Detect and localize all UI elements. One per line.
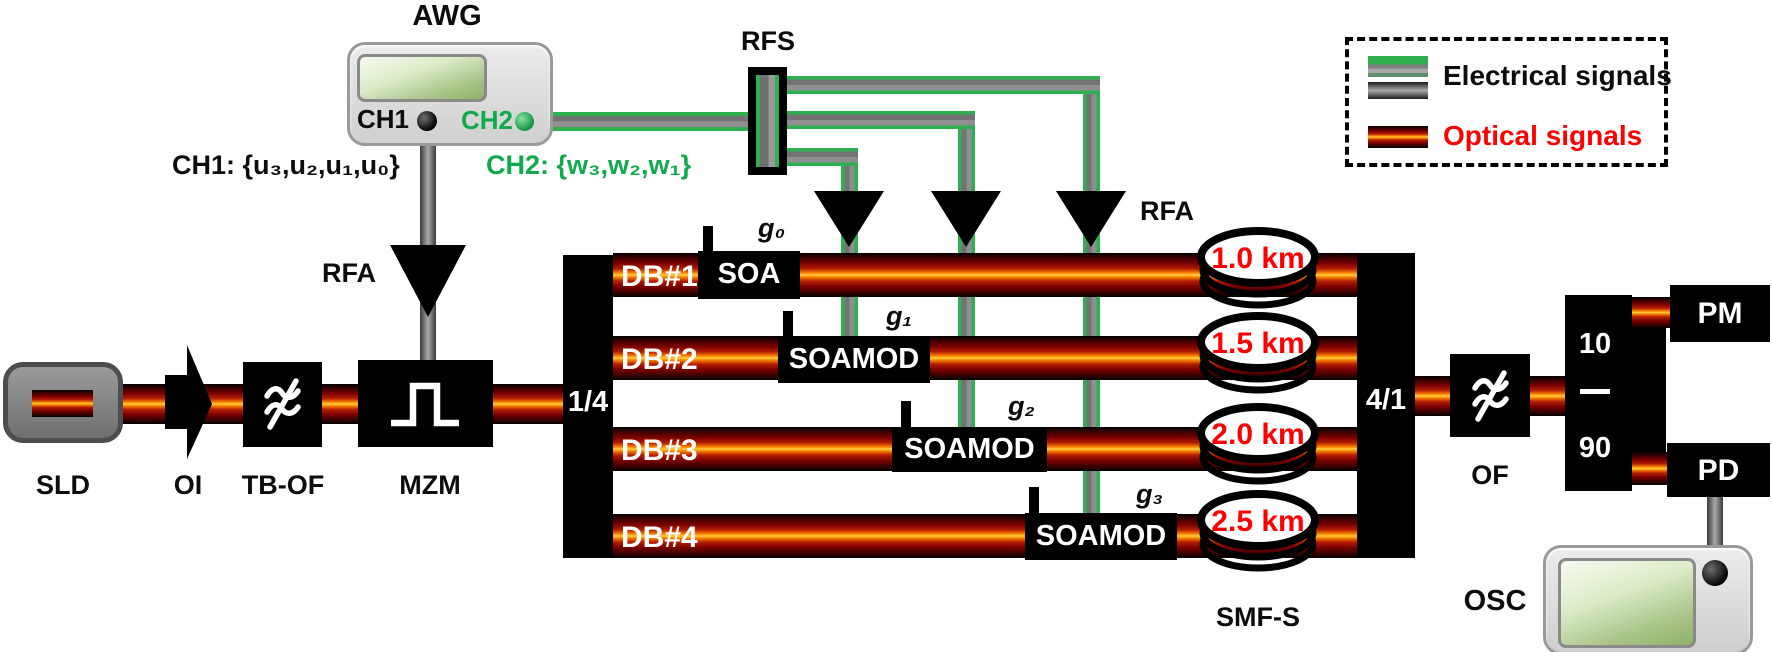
optical-isolator-icon bbox=[165, 345, 212, 459]
sld-inner-fiber bbox=[32, 390, 93, 417]
pm-box bbox=[1670, 285, 1770, 342]
smf-s-label: SMF-S bbox=[1216, 602, 1300, 632]
legend-optical-fiber-swatch bbox=[1368, 126, 1428, 148]
spool1-length: 1.0 km bbox=[1211, 242, 1304, 275]
awg-ch2-port-label: CH2 bbox=[461, 105, 514, 135]
rfa-main-amplifier-icon bbox=[390, 245, 466, 317]
spool4-length: 2.5 km bbox=[1211, 505, 1304, 538]
spool2-length: 1.5 km bbox=[1211, 327, 1304, 360]
awg-label: AWG bbox=[412, 0, 482, 32]
soamod1-box-label: SOAMOD bbox=[788, 343, 920, 375]
soamod3-box bbox=[1025, 513, 1177, 560]
legend-electrical-gray-cable-swatch bbox=[1368, 82, 1428, 99]
rfa-branch2-amplifier-icon bbox=[931, 191, 1001, 247]
rfa-main-label: RFA bbox=[322, 258, 376, 288]
splitter-1-4-label: 1/4 bbox=[567, 386, 609, 418]
tap-pm-fiber bbox=[1630, 297, 1674, 328]
rfs-branch2-cable-horizontal bbox=[787, 111, 975, 129]
pm-box-label: PM bbox=[1697, 297, 1743, 330]
rfs-branch1-cable-horizontal bbox=[787, 76, 1100, 94]
gain-g2-label: g₂ bbox=[1008, 391, 1035, 421]
awg-ch2-port-dot bbox=[515, 112, 534, 131]
tbof-filter-icon bbox=[264, 378, 301, 430]
soamod1-box bbox=[778, 336, 930, 383]
gain-g0-label: g₀ bbox=[758, 213, 786, 243]
rfs-splitter bbox=[748, 67, 787, 175]
soamod2-box bbox=[892, 427, 1047, 472]
oi-label: OI bbox=[173, 470, 203, 500]
mzm-label: MZM bbox=[399, 470, 461, 500]
soamod3-box-label: SOAMOD bbox=[1035, 520, 1167, 552]
of-label: OF bbox=[1471, 460, 1509, 490]
fiber-spool-2: 1.5 km bbox=[1197, 312, 1319, 394]
splitter-1-4 bbox=[563, 255, 613, 558]
combiner-4-1 bbox=[1357, 253, 1415, 558]
rfa-branch-label: RFA bbox=[1140, 196, 1194, 226]
rfa-branch3-amplifier-icon bbox=[814, 191, 884, 247]
pd-box bbox=[1667, 443, 1770, 497]
db3-label: DB#3 bbox=[621, 434, 698, 467]
fiber-spool-1: 1.0 km bbox=[1197, 227, 1319, 309]
db1-label: DB#1 bbox=[621, 260, 698, 293]
osc-screen bbox=[1558, 558, 1696, 648]
awg-screen bbox=[357, 54, 487, 102]
combiner-of-fiber bbox=[1413, 376, 1453, 416]
ch2-cable bbox=[531, 112, 787, 131]
rfs-label: RFS bbox=[741, 26, 795, 56]
tbof-label: TB-OF bbox=[241, 470, 325, 500]
soamod1-bias-pin bbox=[783, 311, 793, 338]
of-tap-fiber bbox=[1528, 376, 1570, 416]
soa-bias-pin bbox=[703, 226, 713, 253]
mzm-pulse-icon bbox=[391, 382, 459, 427]
awg-ch1-port-label: CH1 bbox=[357, 104, 410, 134]
tap-90-label: 90 bbox=[1578, 432, 1612, 464]
tap-10-label: 10 bbox=[1578, 328, 1612, 360]
legend-optical-label: Optical signals bbox=[1443, 120, 1643, 151]
spool3-length: 2.0 km bbox=[1211, 418, 1304, 451]
pd-box-label: PD bbox=[1697, 454, 1740, 487]
osc-input-port-dot bbox=[1702, 560, 1728, 586]
of-filter-icon bbox=[1472, 370, 1509, 422]
rfa-branch1-amplifier-icon bbox=[1056, 191, 1126, 247]
combiner-4-1-label: 4/1 bbox=[1365, 384, 1407, 416]
gain-g1-label: g₁ bbox=[886, 301, 912, 331]
fiber-spool-3: 2.0 km bbox=[1197, 403, 1319, 485]
osc-label: OSC bbox=[1463, 585, 1527, 617]
sld-label: SLD bbox=[36, 470, 90, 500]
legend-electrical-label: Electrical signals bbox=[1443, 60, 1672, 91]
legend-electrical-green-cable-swatch bbox=[1368, 56, 1428, 77]
soamod3-bias-pin bbox=[1029, 487, 1039, 515]
db4-label: DB#4 bbox=[621, 521, 698, 554]
soamod2-bias-pin bbox=[901, 401, 911, 429]
fiber-spool-4: 2.5 km bbox=[1197, 490, 1319, 572]
gain-g3-label: g₃ bbox=[1136, 479, 1163, 509]
ch1-sequence-formula: CH1: {u₃,u₂,u₁,u₀} bbox=[172, 150, 400, 180]
soamod2-box-label: SOAMOD bbox=[904, 433, 1035, 465]
db2-label: DB#2 bbox=[621, 343, 698, 376]
soa-box-label: SOA bbox=[717, 258, 781, 290]
ch2-weights-formula: CH2: {w₃,w₂,w₁} bbox=[486, 150, 692, 180]
awg-ch1-port-dot bbox=[417, 111, 437, 131]
soa-box bbox=[698, 251, 800, 299]
mzm-box bbox=[358, 360, 493, 447]
tap-output-bracket bbox=[1632, 326, 1666, 456]
tap-ratio-divider bbox=[1580, 389, 1610, 394]
tap-pd-fiber bbox=[1628, 452, 1670, 485]
rfs-branch3-cable-horizontal bbox=[787, 148, 858, 166]
